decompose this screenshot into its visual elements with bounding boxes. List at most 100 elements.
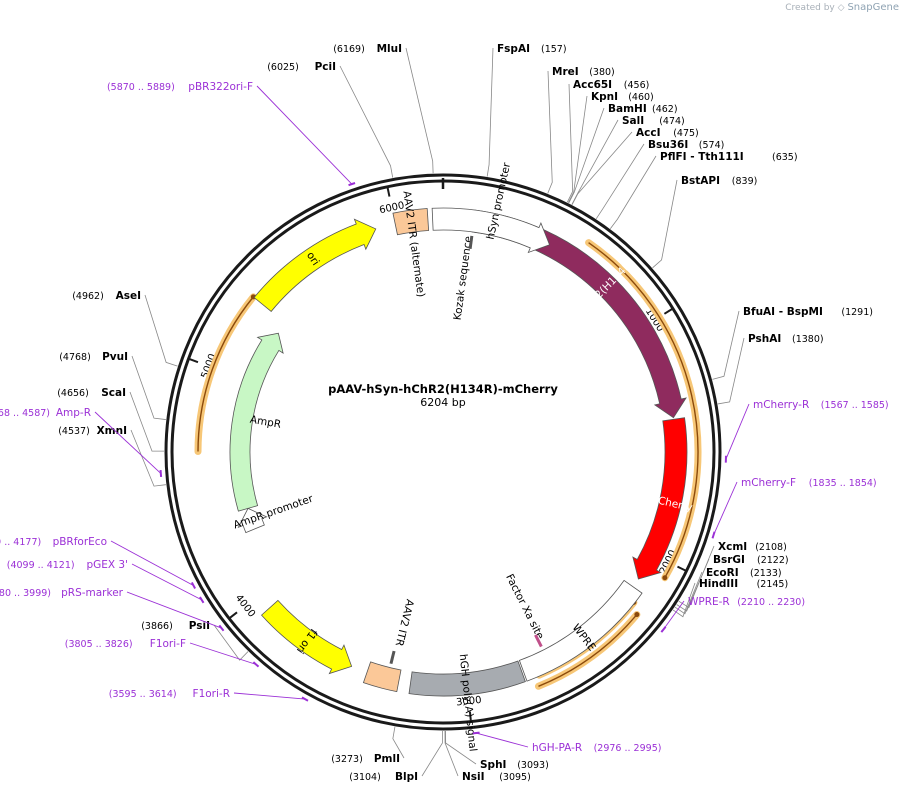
enzyme-pos-xmni: (4537)	[58, 426, 90, 437]
enzyme-pos-pshai: (1380)	[792, 334, 824, 345]
feature-hgh	[408, 660, 526, 697]
enzyme-pos-acci: (475)	[673, 128, 699, 139]
enzyme-sites: MluI(6169)PciI(6025)FspAI(157)MreI(380)A…	[57, 43, 873, 783]
map-title: pAAV-hSyn-hChR2(H134R)-mCherry	[328, 382, 558, 396]
enzyme-pos-mlui: (6169)	[333, 44, 365, 55]
primer-mark-pbr322ori-f	[348, 182, 356, 187]
enzyme-leader-pcii	[339, 65, 394, 178]
primer-name-f1ori-f: F1ori-F	[150, 638, 186, 650]
enzyme-pos-pflfi-tth111i: (635)	[772, 152, 798, 163]
primer-mark-prs-marker	[218, 624, 225, 632]
enzyme-leader-nsii	[444, 730, 459, 777]
enzyme-leader-psii	[213, 624, 249, 661]
primer-name-pbrforeco: pBRforEco	[53, 536, 107, 548]
primer-sites: pBR322ori-F(5870 .. 5889)mCherry-R(1567 …	[0, 81, 889, 754]
enzyme-name-blpi: BlpI	[395, 771, 418, 783]
inner-label-factor-xa-site: Factor Xa site	[503, 572, 546, 641]
primer-name-hgh-pa-r: hGH-PA-R	[532, 742, 582, 754]
enzyme-pos-asei: (4962)	[72, 291, 104, 302]
enzyme-pos-bsrgi: (2122)	[757, 555, 789, 566]
orf-arrowhead-2	[634, 612, 640, 618]
feature-wpre	[518, 579, 643, 682]
primer-range-pbr322ori-f: (5870 .. 5889)	[107, 82, 175, 93]
enzyme-pos-nsii: (3095)	[499, 772, 531, 783]
primer-leader-f1ori-r	[233, 692, 306, 700]
feature-label-ampr: AmpR	[249, 414, 282, 431]
primer-leader-pbr322ori-f	[256, 85, 353, 185]
enzyme-name-psii: PsiI	[189, 620, 210, 632]
feature-label-itr5: AAV2 ITR (alternate)	[400, 190, 426, 298]
primer-name-pbr322ori-f: pBR322ori-F	[188, 81, 253, 93]
enzyme-name-bsu36i: Bsu36I	[648, 139, 688, 151]
enzyme-leader-pmli	[392, 726, 405, 759]
enzyme-pos-kpni: (460)	[628, 92, 654, 103]
primer-name-mcherry-f: mCherry-F	[741, 477, 796, 489]
enzyme-pos-psii: (3866)	[141, 621, 173, 632]
primer-leader-pgex-3	[131, 563, 202, 601]
primer-range-prs-marker: (3980 .. 3999)	[0, 588, 51, 599]
enzyme-pos-bstapi: (839)	[732, 176, 758, 187]
enzyme-leader-kpni	[567, 95, 588, 203]
enzyme-leader-mlui	[405, 47, 434, 174]
enzyme-name-sali: SalI	[622, 115, 644, 127]
inner-marker-kozak-sequence	[468, 235, 474, 249]
enzyme-leader-bfuai-bspmi	[712, 310, 740, 380]
enzyme-pos-sali: (474)	[659, 116, 685, 127]
tick-label-3000: 3000	[456, 695, 482, 709]
branding: Created by ◇ SnapGene	[785, 2, 899, 13]
primer-range-mcherry-f: (1835 .. 1854)	[809, 478, 877, 489]
primer-range-pgex-3: (4099 .. 4121)	[7, 560, 75, 571]
primer-range-hgh-pa-r: (2976 .. 2995)	[594, 743, 662, 754]
tick-mark-1000	[663, 307, 674, 315]
feature-f1ori	[260, 599, 353, 675]
enzyme-pos-pvui: (4768)	[59, 352, 91, 363]
map-size-label: 6204 bp	[420, 396, 465, 409]
feature-amprprom	[237, 507, 268, 534]
primer-range-pbrforeco: (4159 .. 4177)	[0, 537, 41, 548]
enzyme-pos-bamhi: (462)	[652, 104, 678, 115]
tick-mark-3000	[468, 711, 472, 722]
primer-name-amp-r: Amp-R	[56, 407, 91, 419]
feature-itr3	[362, 661, 402, 693]
enzyme-name-kpni: KpnI	[591, 91, 618, 103]
primer-mark-pgex-3	[199, 596, 205, 604]
primer-leader-hgh-pa-r	[476, 732, 529, 748]
enzyme-name-bfuai-bspmi: BfuAI - BspMI	[743, 306, 823, 318]
enzyme-pos-hindiii: (2145)	[757, 579, 789, 590]
enzyme-name-nsii: NsiI	[462, 771, 485, 783]
enzyme-name-asei: AseI	[116, 290, 141, 302]
enzyme-pos-sphi: (3093)	[517, 760, 549, 771]
primer-mark-f1ori-f	[252, 661, 260, 668]
backbone-ring	[164, 173, 722, 731]
orf-line-2	[538, 614, 638, 687]
primer-leader-wpre-r	[663, 600, 685, 630]
enzyme-leader-blpi	[421, 730, 443, 777]
primer-range-f1ori-r: (3595 .. 3614)	[109, 689, 177, 700]
enzyme-name-xmni: XmnI	[97, 425, 127, 437]
tick-mark-2000	[677, 565, 687, 572]
enzyme-name-pcii: PciI	[315, 61, 336, 73]
inner-marker-factor-xa-site	[534, 634, 543, 648]
tick-mark-5000	[188, 357, 199, 364]
orf-line-3	[197, 296, 254, 452]
enzyme-name-scai: ScaI	[101, 387, 126, 399]
enzyme-pos-pcii: (6025)	[267, 62, 299, 73]
primer-range-amp-r: (4568 .. 4587)	[0, 408, 50, 419]
enzyme-name-bsrgi: BsrGI	[713, 554, 745, 566]
enzyme-name-hindiii: HindIII	[699, 578, 738, 590]
enzyme-leader-bsu36i	[595, 143, 645, 220]
inner-marker-aav2-itr	[389, 650, 396, 665]
branding-name: SnapGene	[847, 2, 899, 13]
enzyme-leader-acci	[571, 131, 633, 205]
tick-mark-4000	[228, 611, 238, 620]
enzyme-pos-scai: (4656)	[57, 388, 89, 399]
enzyme-name-pshai: PshAI	[748, 333, 781, 345]
primer-name-wpre-r: WPRE-R	[688, 596, 730, 608]
snapgene-logo-icon: ◇	[837, 3, 845, 13]
enzyme-name-bstapi: BstAPI	[681, 175, 720, 187]
primer-leader-f1ori-f	[189, 642, 257, 665]
enzyme-name-acci: AccI	[636, 127, 660, 139]
enzyme-pos-ecori: (2133)	[750, 568, 782, 579]
enzyme-leader-pshai	[717, 337, 745, 405]
primer-leader-prs-marker	[126, 591, 222, 629]
